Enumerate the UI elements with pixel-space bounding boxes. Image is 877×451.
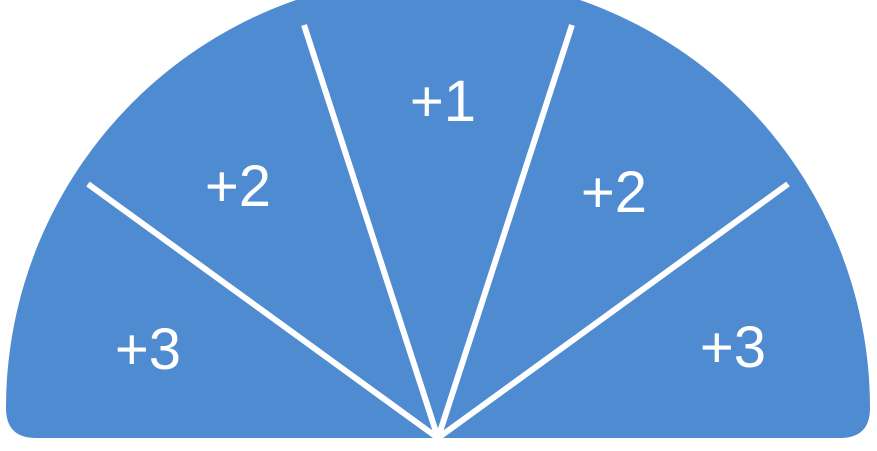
segment-divider	[301, 24, 441, 439]
segment-label-right-inner: +2	[581, 160, 647, 225]
segment-divider	[86, 181, 440, 441]
segment-label-center: +1	[410, 69, 476, 134]
segment-label-left-inner: +2	[205, 154, 271, 219]
segment-divider	[436, 181, 790, 441]
segment-divider	[435, 24, 575, 439]
segment-label-right-outer: +3	[700, 315, 766, 380]
segment-label-left-outer: +3	[115, 317, 181, 382]
semicircle-base	[6, 0, 870, 438]
